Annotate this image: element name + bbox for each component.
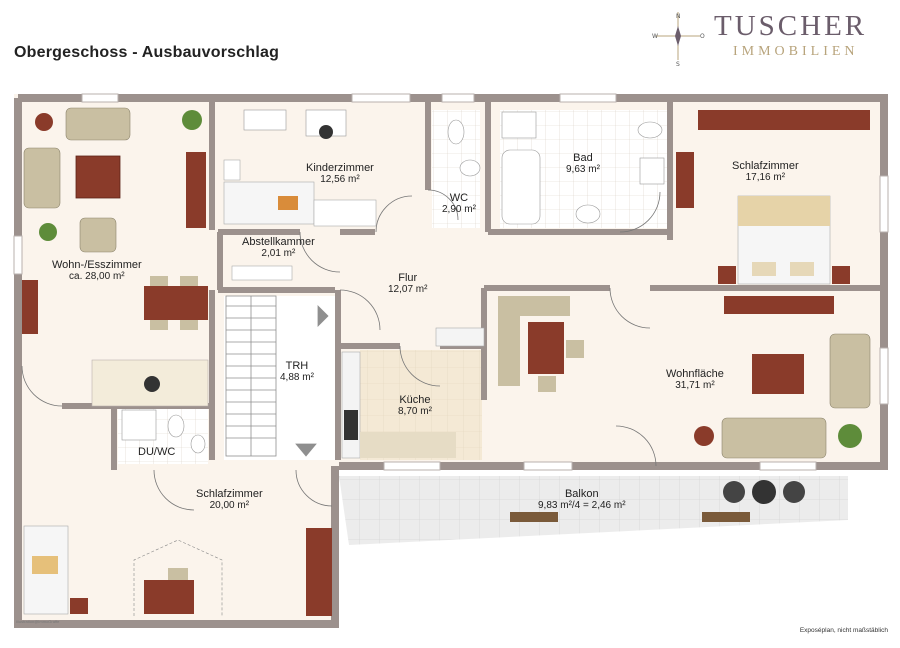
plant-icon bbox=[182, 110, 202, 130]
windows bbox=[13, 93, 889, 471]
toilet-icon bbox=[447, 119, 465, 145]
side-table-icon bbox=[694, 426, 714, 446]
stair-arrow-icon bbox=[317, 305, 329, 327]
staircase bbox=[225, 295, 329, 457]
armchair-icon bbox=[829, 333, 871, 409]
sideboard-icon bbox=[22, 280, 38, 334]
compass-n: N bbox=[676, 13, 681, 20]
bench-icon bbox=[498, 296, 520, 386]
pillow-icon bbox=[278, 196, 298, 210]
nightstand-icon bbox=[70, 598, 88, 614]
chair-icon bbox=[180, 276, 198, 286]
brand-logo: N W O S bbox=[650, 8, 890, 68]
shelf-icon bbox=[231, 265, 293, 281]
nightstand-icon bbox=[718, 266, 736, 284]
side-table-icon bbox=[35, 113, 53, 131]
coffee-table-icon bbox=[752, 354, 804, 394]
brand-name: TUSCHER bbox=[714, 10, 868, 42]
counter-icon bbox=[341, 351, 361, 459]
sink-icon bbox=[243, 109, 287, 131]
toilet-icon bbox=[501, 111, 537, 139]
tv-bench-icon bbox=[724, 296, 834, 314]
compass-w: W bbox=[652, 33, 658, 40]
nightstand-icon bbox=[223, 159, 241, 181]
shower-icon bbox=[121, 409, 157, 441]
dining-table-icon bbox=[144, 286, 208, 320]
cabinet-icon bbox=[639, 157, 665, 185]
desk-chair-icon bbox=[319, 125, 333, 139]
fridge-icon bbox=[435, 327, 485, 347]
cabinet-icon bbox=[186, 152, 206, 228]
compass-s: S bbox=[676, 61, 680, 68]
blanket-icon bbox=[738, 196, 830, 226]
bathtub-icon bbox=[501, 149, 541, 225]
stair-arrow-down-icon bbox=[295, 443, 317, 457]
plant-icon bbox=[39, 223, 57, 241]
brand-sub: IMMOBILIEN bbox=[733, 44, 859, 59]
pillow-icon bbox=[32, 556, 58, 574]
sink-icon bbox=[190, 434, 206, 454]
pillow-icon bbox=[790, 262, 814, 276]
roof-slope-icon bbox=[133, 539, 223, 616]
scale-note: Exposéplan, nicht maßstäblich bbox=[799, 627, 888, 634]
wardrobe-icon bbox=[698, 110, 870, 130]
bed-icon bbox=[223, 181, 315, 225]
coffee-table-icon bbox=[75, 155, 121, 199]
sink-icon bbox=[575, 204, 601, 224]
balcony-table-icon bbox=[752, 480, 776, 504]
wardrobe-icon bbox=[313, 199, 377, 227]
toilet-icon bbox=[167, 414, 185, 438]
oven-icon bbox=[344, 410, 358, 440]
balcony-chair-icon bbox=[723, 481, 745, 503]
balcony-chair-icon bbox=[783, 481, 805, 503]
sink-icon bbox=[459, 159, 481, 177]
nightstand-icon bbox=[832, 266, 850, 284]
chair-icon bbox=[150, 320, 168, 330]
plan-title: Obergeschoss - Ausbauvorschlag bbox=[14, 44, 280, 61]
desk-icon bbox=[144, 580, 194, 614]
counter-icon bbox=[360, 432, 456, 458]
sofa-icon bbox=[721, 417, 827, 459]
illustration-credit: Illustration@ImmoGraffe bbox=[16, 619, 60, 624]
chair-icon bbox=[180, 320, 198, 330]
flower-box-icon bbox=[702, 512, 750, 522]
wardrobe-icon bbox=[306, 528, 332, 616]
room-duwc: DU/WC bbox=[138, 446, 176, 458]
stove-icon bbox=[144, 376, 160, 392]
sofa-icon bbox=[65, 107, 131, 141]
compass-icon: N W O S bbox=[652, 12, 705, 68]
dining-table-icon bbox=[528, 322, 564, 374]
armchair-icon bbox=[23, 147, 61, 209]
chair-icon bbox=[150, 276, 168, 286]
chair-icon bbox=[168, 568, 188, 580]
plant-icon bbox=[838, 424, 862, 448]
chair-icon bbox=[538, 376, 556, 392]
dresser-icon bbox=[676, 152, 694, 208]
door-swings bbox=[21, 189, 661, 511]
flower-box-icon bbox=[510, 512, 558, 522]
chair-icon bbox=[566, 340, 584, 358]
balcony-floor bbox=[339, 476, 848, 545]
compass-o: O bbox=[700, 33, 705, 40]
sink-icon bbox=[637, 121, 663, 139]
armchair-icon bbox=[79, 217, 117, 253]
pillow-icon bbox=[752, 262, 776, 276]
furniture bbox=[22, 107, 871, 616]
